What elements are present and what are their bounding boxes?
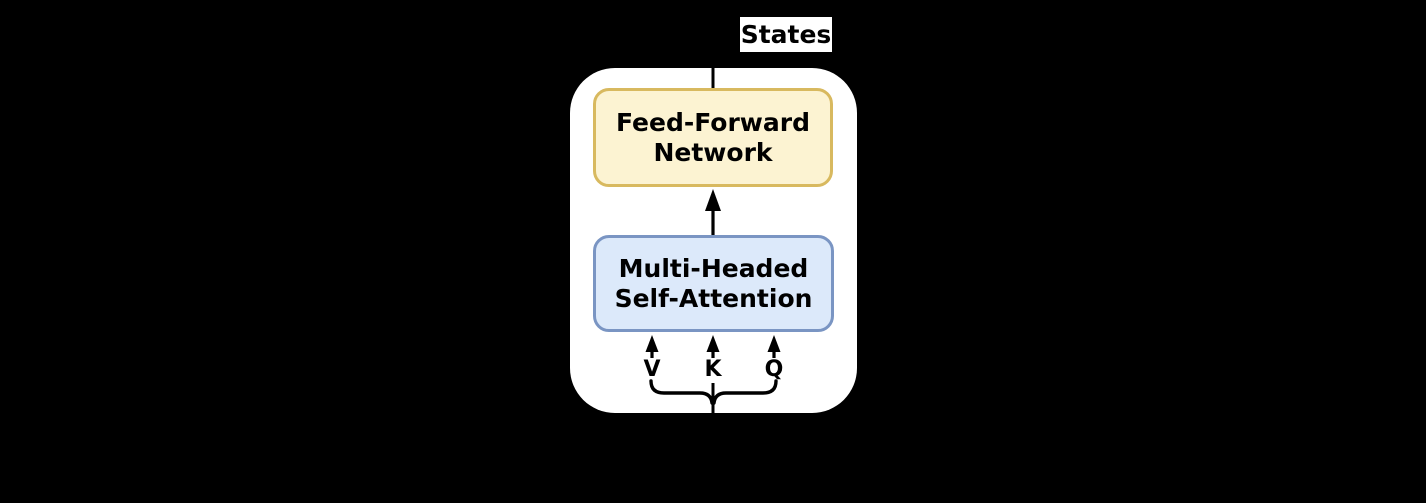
states-label: States [740, 17, 832, 52]
attention-label-line1: Multi-Headed [618, 253, 809, 283]
input-label-k: K [704, 357, 722, 382]
input-label-q: Q [764, 357, 784, 382]
attention-label-line2: Self-Attention [614, 283, 813, 313]
input-label-v: V [643, 357, 661, 382]
self-attention-box: Multi-Headed Self-Attention [593, 235, 834, 332]
feed-forward-network-box: Feed-Forward Network [593, 88, 833, 187]
ffn-label-line2: Network [653, 137, 773, 167]
ffn-label-line1: Feed-Forward [615, 107, 810, 137]
